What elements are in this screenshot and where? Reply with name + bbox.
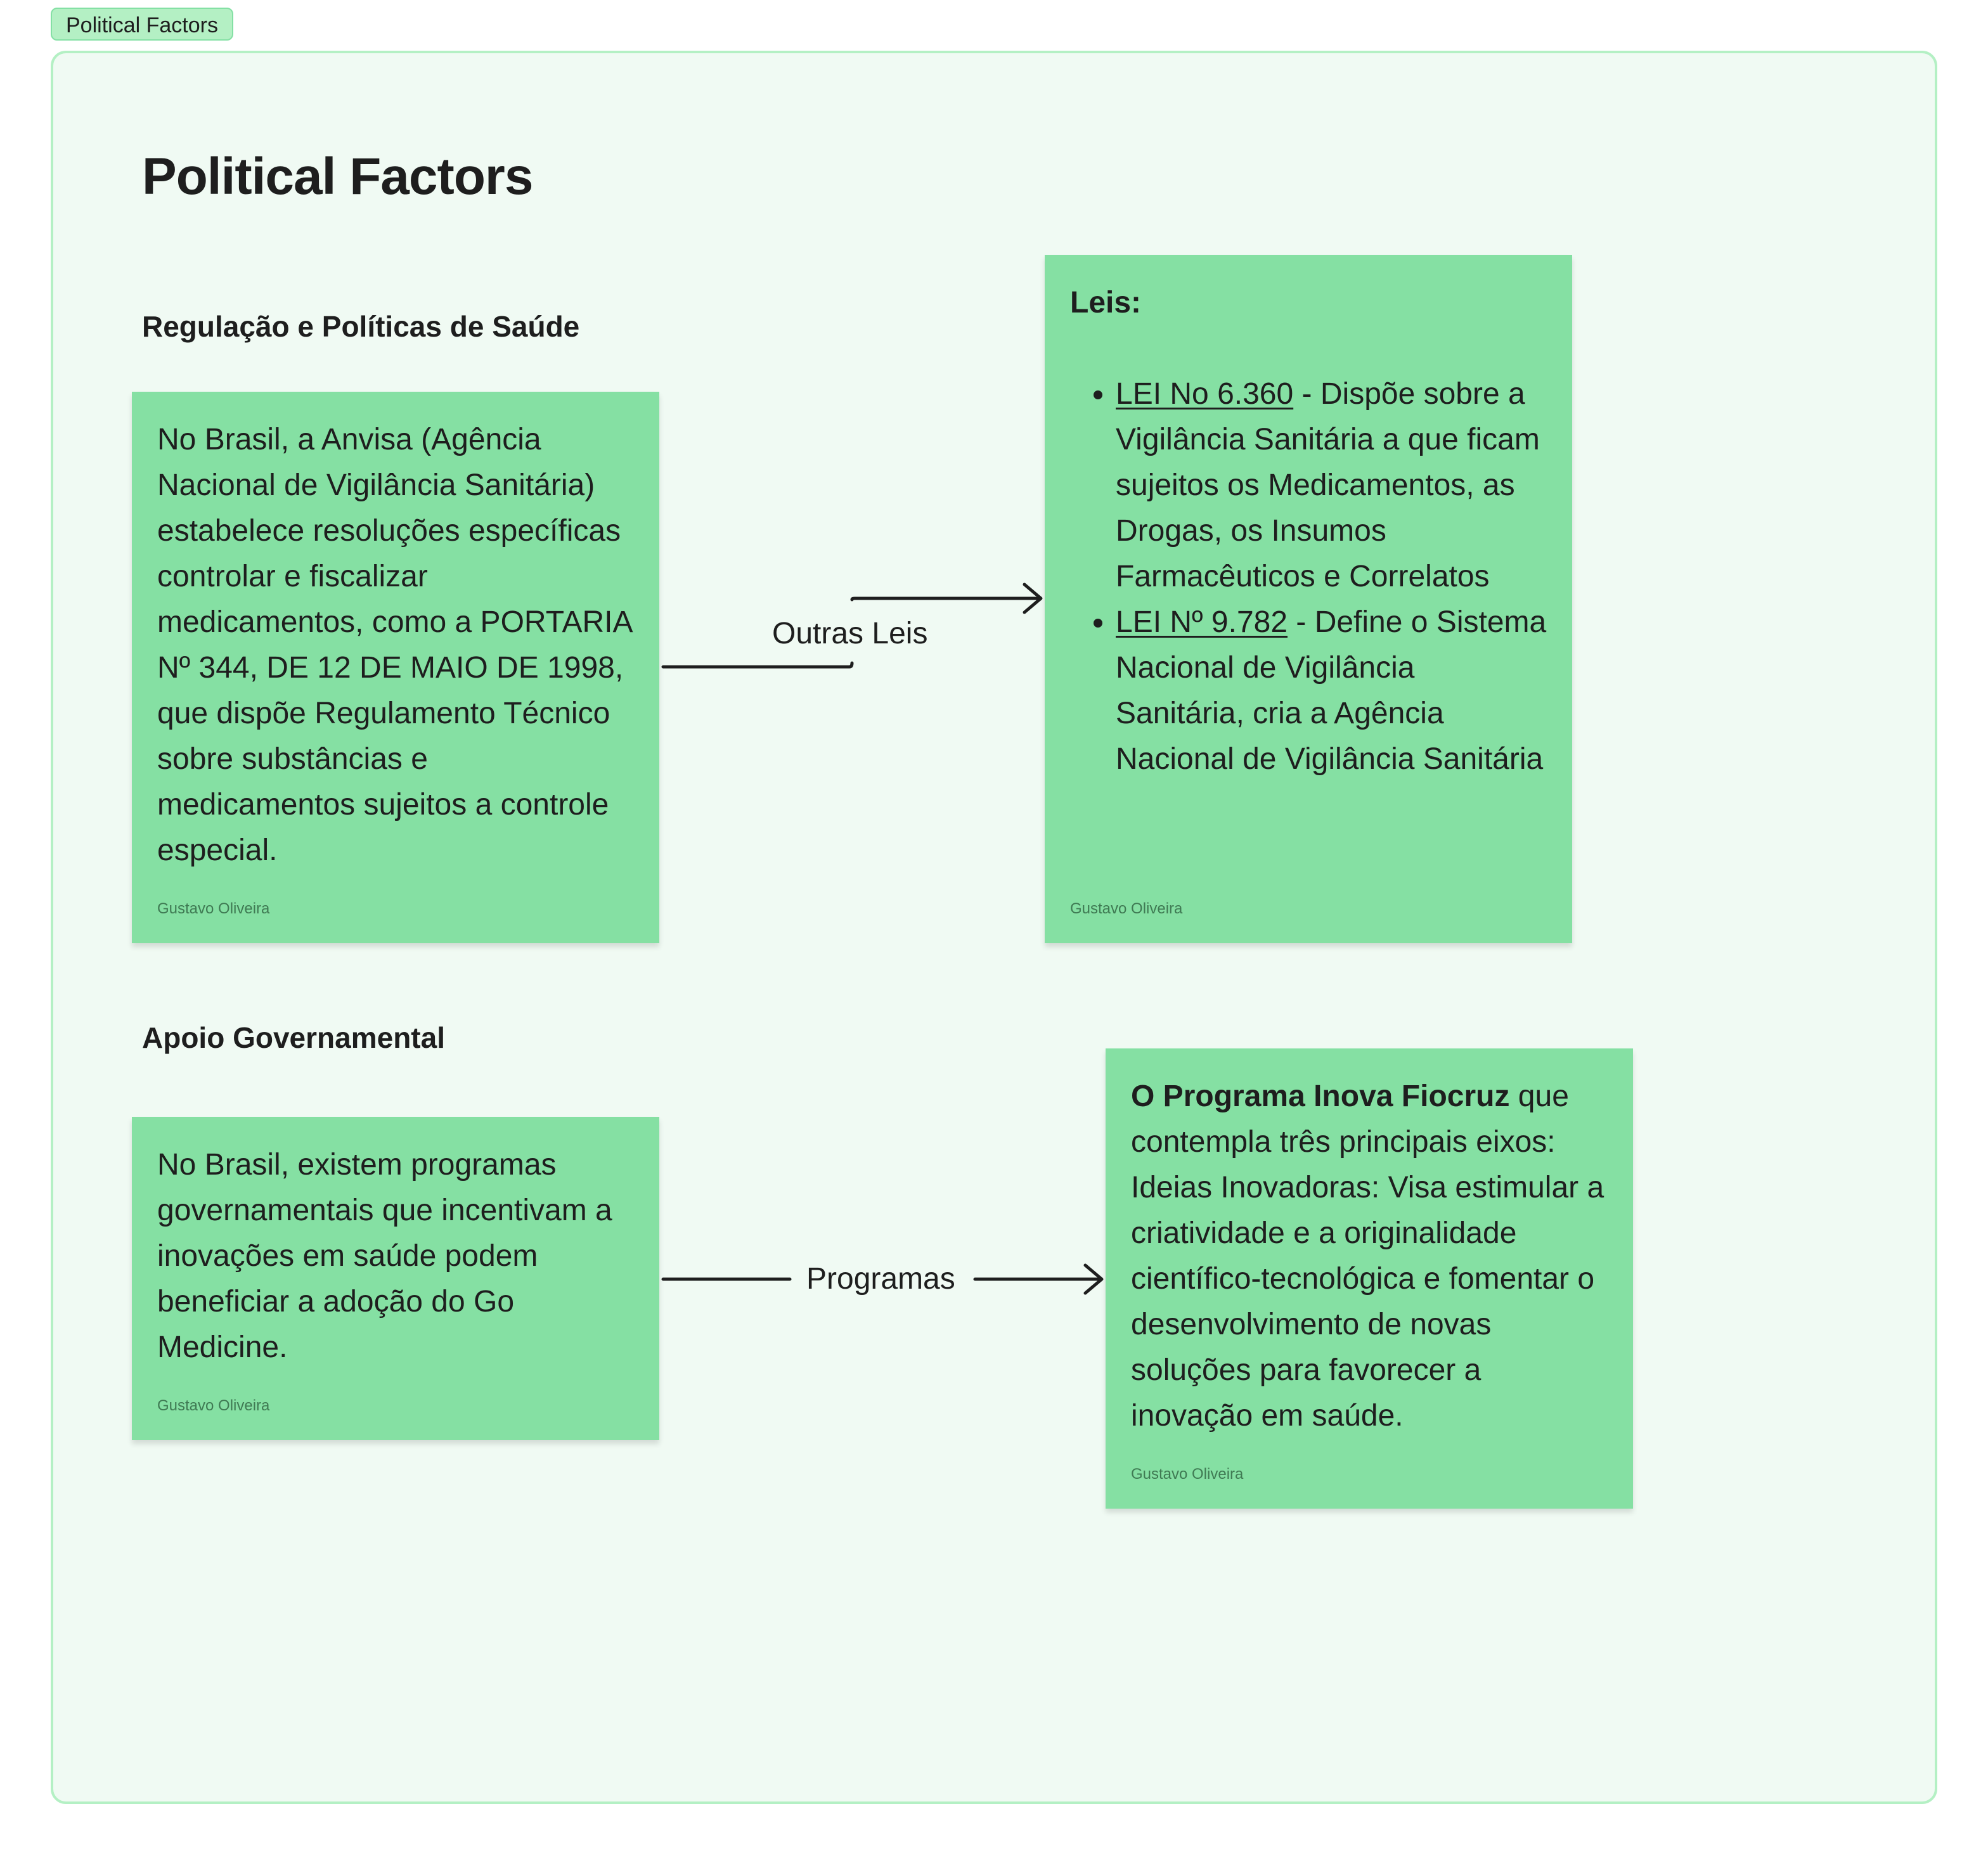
program-description: que contempla três principais eixos: Ide… — [1131, 1079, 1604, 1433]
frame-title: Political Factors — [142, 148, 533, 205]
sticky-note-text: No Brasil, existem programas governament… — [157, 1148, 612, 1364]
law-description: - Define o Sistema Nacional de Vigilânci… — [1116, 605, 1547, 776]
connector-label-programas[interactable]: Programas — [806, 1262, 955, 1296]
program-name: O Programa Inova Fiocruz — [1131, 1079, 1510, 1113]
sticky-note-author: Gustavo Oliveira — [1131, 1466, 1244, 1483]
sticky-note-author: Gustavo Oliveira — [157, 1397, 270, 1414]
sticky-note-text: No Brasil, a Anvisa (Agência Nacional de… — [157, 423, 631, 867]
frame-tab[interactable]: Political Factors — [51, 8, 233, 41]
law-description: - Dispõe sobre a Vigilância Sanitária a … — [1116, 377, 1540, 593]
list-item: LEI No 6.360 - Dispõe sobre a Vigilância… — [1116, 371, 1547, 600]
list-item: LEI Nº 9.782 - Define o Sistema Nacional… — [1116, 600, 1547, 782]
sticky-note-author: Gustavo Oliveira — [1070, 900, 1183, 917]
law-link-9782[interactable]: LEI Nº 9.782 — [1116, 605, 1288, 639]
sticky-note-author: Gustavo Oliveira — [157, 900, 270, 917]
sticky-note-text: O Programa Inova Fiocruz que contempla t… — [1131, 1074, 1608, 1439]
sticky-note-laws[interactable]: Leis: LEI No 6.360 - Dispõe sobre a Vigi… — [1045, 255, 1572, 943]
connector-label-outras-leis[interactable]: Outras Leis — [772, 617, 928, 650]
section-heading-support: Apoio Governamental — [142, 1021, 445, 1054]
sticky-note-anvisa[interactable]: No Brasil, a Anvisa (Agência Nacional de… — [132, 392, 659, 943]
law-link-6360[interactable]: LEI No 6.360 — [1116, 377, 1294, 411]
sticky-note-inova-fiocruz[interactable]: O Programa Inova Fiocruz que contempla t… — [1106, 1048, 1633, 1509]
laws-list: LEI No 6.360 - Dispõe sobre a Vigilância… — [1070, 371, 1547, 782]
sticky-note-programs-intro[interactable]: No Brasil, existem programas governament… — [132, 1117, 659, 1440]
section-heading-regulation: Regulação e Políticas de Saúde — [142, 310, 580, 343]
laws-heading: Leis: — [1070, 286, 1142, 319]
